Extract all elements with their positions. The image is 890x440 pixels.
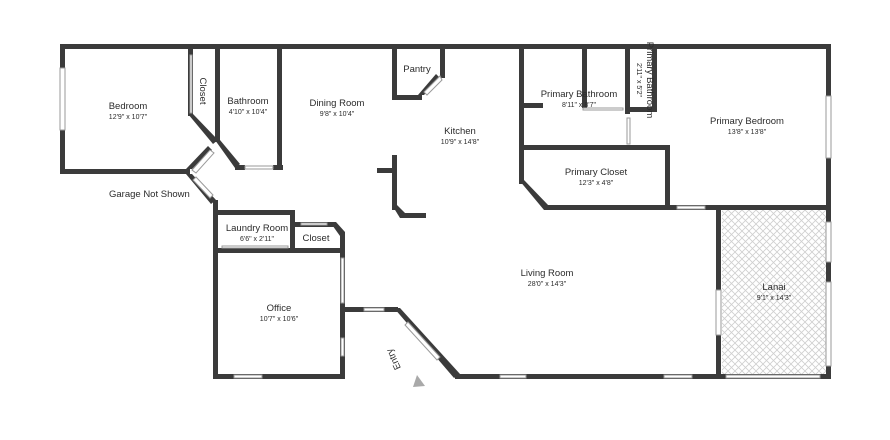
room-name: Primary Closet xyxy=(565,167,628,178)
room-dimensions: 9'8" x 10'4" xyxy=(320,111,355,118)
entry-marker: Entry xyxy=(384,346,425,387)
room-closet-left: Closet xyxy=(197,78,208,105)
room-dimensions: 10'9" x 14'8" xyxy=(441,139,480,146)
room-dimensions: 9'1" x 14'3" xyxy=(757,295,792,302)
room-dimensions: 12'9" x 10'7" xyxy=(109,114,148,121)
entry-label: Entry xyxy=(384,346,403,371)
room-lanai: Lanai 9'1" x 14'3" xyxy=(757,282,792,302)
room-name: Lanai xyxy=(762,282,785,293)
room-primary-bathroom: Primary Bathroom 8'11" x 8'7" xyxy=(541,89,618,109)
room-dimensions: 4'10" x 10'4" xyxy=(229,109,268,116)
room-name: Living Room xyxy=(521,268,574,279)
room-dimensions: 8'11" x 8'7" xyxy=(562,102,596,109)
room-name: Laundry Room xyxy=(226,223,288,234)
room-dimensions: 28'0" x 14'3" xyxy=(528,281,567,288)
walls xyxy=(60,44,831,379)
room-dimensions: 12'3" x 4'8" xyxy=(579,180,614,187)
room-name: Closet xyxy=(303,233,330,244)
room-dining: Dining Room 9'8" x 10'4" xyxy=(310,98,365,118)
room-bedroom: Bedroom 12'9" x 10'7" xyxy=(109,101,148,121)
room-primary-bathroom-small: Primary Bathroom 2'11" x 5'2" xyxy=(635,42,655,119)
room-dimensions: 13'8" x 13'8" xyxy=(728,129,767,136)
room-office: Office 10'7" x 10'6" xyxy=(260,303,299,323)
entry-arrow-icon xyxy=(413,375,425,387)
room-kitchen: Kitchen 10'9" x 14'8" xyxy=(441,126,480,146)
room-name: Office xyxy=(267,303,292,314)
room-living: Living Room 28'0" x 14'3" xyxy=(521,268,574,288)
room-pantry: Pantry xyxy=(403,64,431,75)
room-dimensions: 2'11" x 5'2" xyxy=(635,63,642,97)
room-name: Bedroom xyxy=(109,101,148,112)
room-name: Dining Room xyxy=(310,98,365,109)
room-primary-bedroom: Primary Bedroom 13'8" x 13'8" xyxy=(710,116,784,136)
garage-note: Garage Not Shown xyxy=(109,189,190,200)
room-name: Pantry xyxy=(403,64,431,75)
room-name: Kitchen xyxy=(444,126,476,137)
room-dimensions: 6'6" x 2'11" xyxy=(240,236,274,243)
room-name: Primary Bathroom xyxy=(644,42,655,119)
room-closet-mid: Closet xyxy=(303,233,330,244)
room-primary-closet: Primary Closet 12'3" x 4'8" xyxy=(565,167,628,187)
room-name: Primary Bathroom xyxy=(541,89,618,100)
room-dimensions: 10'7" x 10'6" xyxy=(260,316,299,323)
room-bathroom: Bathroom 4'10" x 10'4" xyxy=(227,96,268,116)
room-name: Bathroom xyxy=(227,96,268,107)
room-name: Primary Bedroom xyxy=(710,116,784,127)
room-name: Closet xyxy=(197,78,208,105)
doors xyxy=(191,75,631,361)
lanai-floor xyxy=(722,210,828,376)
windows xyxy=(59,54,832,379)
room-laundry: Laundry Room 6'6" x 2'11" xyxy=(226,223,288,243)
